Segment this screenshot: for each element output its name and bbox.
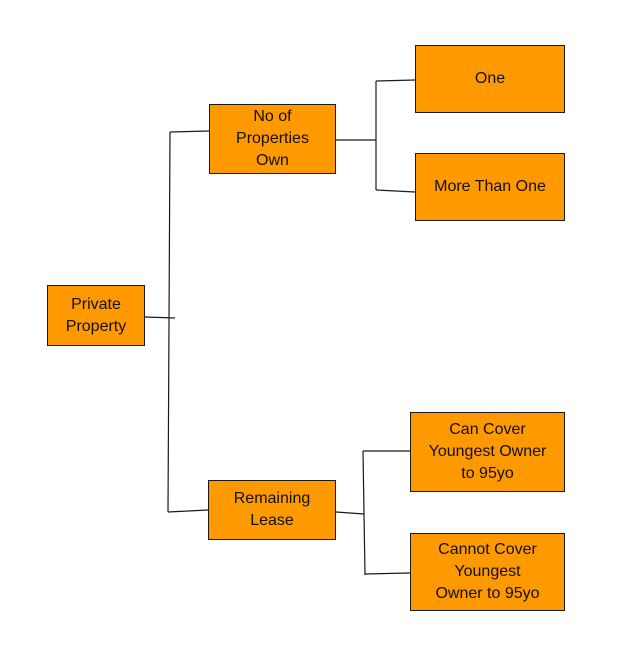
node-cannot-cover: Cannot Cover Youngest Owner to 95yo xyxy=(410,533,565,611)
connector-root-branch xyxy=(144,316,176,319)
connector-to-cannot-cover xyxy=(364,572,411,575)
node-remaining-lease: Remaining Lease xyxy=(208,480,336,540)
connector-to-more xyxy=(375,189,416,193)
node-private-property: Private Property xyxy=(47,285,145,346)
node-properties-owned: No of Properties Own xyxy=(209,104,336,174)
node-can-cover: Can Cover Youngest Owner to 95yo xyxy=(410,412,565,492)
connector-lease-trunk xyxy=(362,450,366,576)
node-one: One xyxy=(415,45,565,113)
node-more-than-one: More Than One xyxy=(415,153,565,221)
connector-to-properties xyxy=(169,130,210,133)
connector-to-one xyxy=(375,79,416,82)
connector-root-trunk xyxy=(167,131,171,513)
connector-lease-out xyxy=(335,511,365,515)
connector-to-lease xyxy=(167,509,209,513)
